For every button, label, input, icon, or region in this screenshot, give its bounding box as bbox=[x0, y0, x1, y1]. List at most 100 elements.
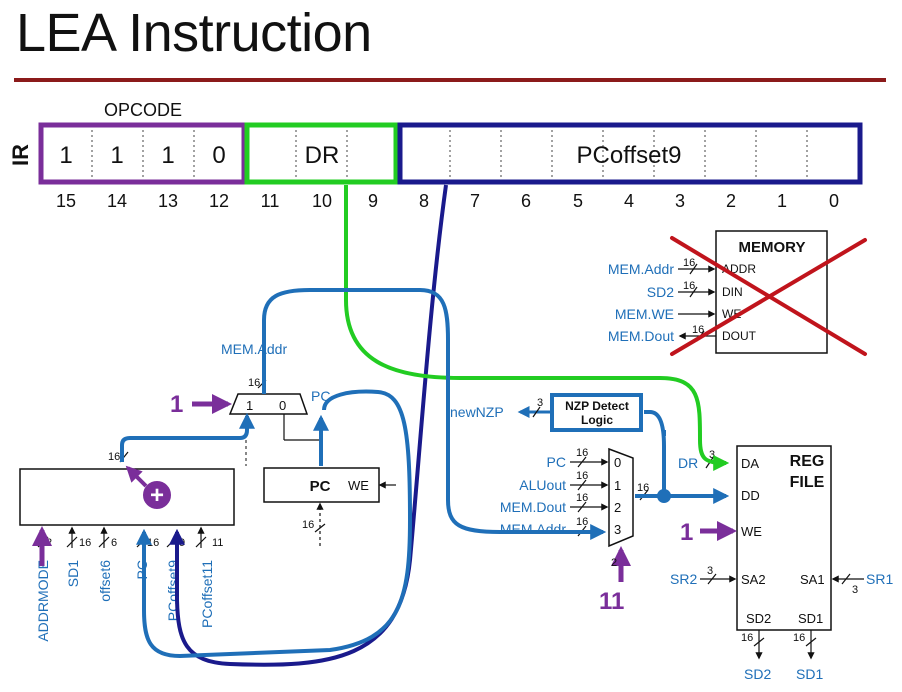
wire-pc-loop bbox=[136, 389, 413, 659]
wb-mux-width: 16 bbox=[576, 516, 588, 528]
wire-mem-addr bbox=[262, 288, 607, 540]
bit-index: 15 bbox=[56, 191, 76, 211]
regfile-sr1-label: SR1 bbox=[866, 571, 893, 587]
address-mux: 1 0 16 MEM.Addr PC 1 bbox=[170, 341, 330, 466]
pcoffset9-field bbox=[397, 122, 863, 185]
wire-adder-out bbox=[120, 412, 255, 462]
bit-index: 14 bbox=[107, 191, 127, 211]
wb-mux-input-pc: PC bbox=[547, 454, 566, 470]
pc-register: PC WE 16 bbox=[263, 467, 396, 546]
bit-index: 12 bbox=[209, 191, 229, 211]
slide-title: LEA Instruction bbox=[16, 3, 372, 63]
regfile-box bbox=[736, 445, 832, 631]
regfile-port-sa1: SA1 bbox=[800, 572, 825, 587]
adder-input-sd1: SD1 bbox=[65, 560, 81, 587]
memory-cross-out bbox=[670, 236, 867, 356]
memory-port-din: DIN bbox=[722, 285, 743, 299]
memory-width: 16 bbox=[683, 257, 695, 269]
title-rule bbox=[14, 78, 886, 82]
wb-mux-index: 1 bbox=[614, 478, 621, 493]
memory-signal-sd2: SD2 bbox=[647, 284, 674, 300]
wb-mux-select-value: 11 bbox=[599, 588, 624, 615]
adder-input-width: 9 bbox=[179, 537, 185, 549]
wire-wb-to-nzp bbox=[644, 410, 666, 496]
adder-symbol: + bbox=[125, 465, 173, 511]
regfile-we-value: 1 bbox=[680, 519, 693, 546]
memory-box bbox=[715, 230, 828, 354]
pc-we: WE bbox=[348, 478, 369, 493]
regfile-port-sd2: SD2 bbox=[746, 611, 771, 626]
wire-dr bbox=[344, 185, 730, 471]
addr-mux-input-1: 1 bbox=[246, 398, 253, 413]
regfile-dr-label: DR bbox=[678, 455, 698, 471]
pc-label: PC bbox=[310, 478, 331, 495]
adder-circle bbox=[141, 479, 173, 511]
adder-input-offset6: offset6 bbox=[97, 560, 113, 602]
wb-mux-select-width: 2 bbox=[611, 557, 617, 569]
opcode-bit-14: 1 bbox=[110, 142, 123, 169]
memory-port-dout: DOUT bbox=[722, 329, 757, 343]
nzp-output: newNZP bbox=[450, 404, 504, 420]
addr-mux-input-0: 0 bbox=[279, 398, 286, 413]
address-adder: 16 2 16 6 16 9 11 ADD bbox=[19, 451, 235, 642]
dr-field-label: DR bbox=[305, 142, 340, 169]
bit-index: 7 bbox=[470, 191, 480, 211]
regfile-title: FILE bbox=[790, 474, 825, 491]
adder-input-width: 16 bbox=[147, 537, 159, 549]
regfile-out-width: 16 bbox=[793, 632, 805, 644]
adder-input-pcoffset11: PCoffset11 bbox=[199, 560, 215, 628]
memory-signal-mem-we: MEM.WE bbox=[615, 306, 674, 322]
regfile-output-sd2: SD2 bbox=[744, 666, 771, 682]
bit-index: 4 bbox=[624, 191, 634, 211]
regfile-dr-width: 3 bbox=[709, 449, 715, 461]
bit-index: 3 bbox=[675, 191, 685, 211]
register-file: REG FILE DA DD WE SA2 SA1 SD2 SD1 DR 3 1… bbox=[670, 445, 893, 682]
wb-mux-index: 2 bbox=[614, 500, 621, 515]
regfile-sr1-width: 3 bbox=[852, 584, 858, 596]
addr-mux-select-value: 1 bbox=[170, 391, 183, 418]
bit-index: 10 bbox=[312, 191, 332, 211]
wb-mux-index: 3 bbox=[614, 522, 621, 537]
bit-index: 2 bbox=[726, 191, 736, 211]
opcode-bit-12: 0 bbox=[212, 142, 225, 169]
adder-input-addrmode: ADDRMODE bbox=[35, 560, 51, 642]
memory-width: 16 bbox=[692, 324, 704, 336]
adder-plus: + bbox=[150, 482, 164, 509]
bit-dividers bbox=[91, 130, 808, 178]
adder-input-width: 11 bbox=[212, 537, 223, 549]
adder-input-width: 2 bbox=[46, 537, 52, 549]
adder-box bbox=[19, 468, 235, 526]
bit-index: 5 bbox=[573, 191, 583, 211]
bit-index: 1 bbox=[777, 191, 787, 211]
memory-width: 16 bbox=[683, 280, 695, 292]
memory-block: MEMORY ADDR DIN WE DOUT MEM.Addr SD2 MEM… bbox=[608, 230, 867, 356]
addr-mux-out-width: 16 bbox=[248, 377, 260, 389]
wb-mux-width: 16 bbox=[576, 492, 588, 504]
wb-mux-width: 16 bbox=[576, 447, 588, 459]
opcode-field bbox=[38, 122, 247, 185]
bit-index: 6 bbox=[521, 191, 531, 211]
regfile-port-sa2: SA2 bbox=[741, 572, 766, 587]
regfile-sr2-width: 3 bbox=[707, 565, 713, 577]
regfile-port-dd: DD bbox=[741, 488, 760, 503]
memory-title: MEMORY bbox=[739, 239, 806, 256]
regfile-out-width: 16 bbox=[741, 632, 753, 644]
nzp-title: Logic bbox=[581, 413, 613, 427]
adder-input-width: 6 bbox=[111, 537, 117, 549]
opcode-bit-13: 1 bbox=[161, 142, 174, 169]
pc-in-width: 16 bbox=[302, 519, 314, 531]
nzp-box bbox=[550, 393, 643, 432]
bit-index: 11 bbox=[261, 191, 280, 211]
addr-mux-pc-label: PC bbox=[311, 388, 330, 404]
pcoffset9-field-label: PCoffset9 bbox=[577, 142, 682, 169]
regfile-port-da: DA bbox=[741, 456, 759, 471]
nzp-detect-logic: NZP Detect Logic newNZP 3 bbox=[450, 393, 643, 432]
wb-mux-input-mem-dout: MEM.Dout bbox=[500, 499, 566, 515]
addr-mux-output-label: MEM.Addr bbox=[221, 341, 287, 357]
adder-input-width: 16 bbox=[79, 537, 91, 549]
wb-mux-index: 0 bbox=[614, 455, 621, 470]
wb-mux-body bbox=[608, 447, 634, 548]
bit-index: 13 bbox=[158, 191, 178, 211]
